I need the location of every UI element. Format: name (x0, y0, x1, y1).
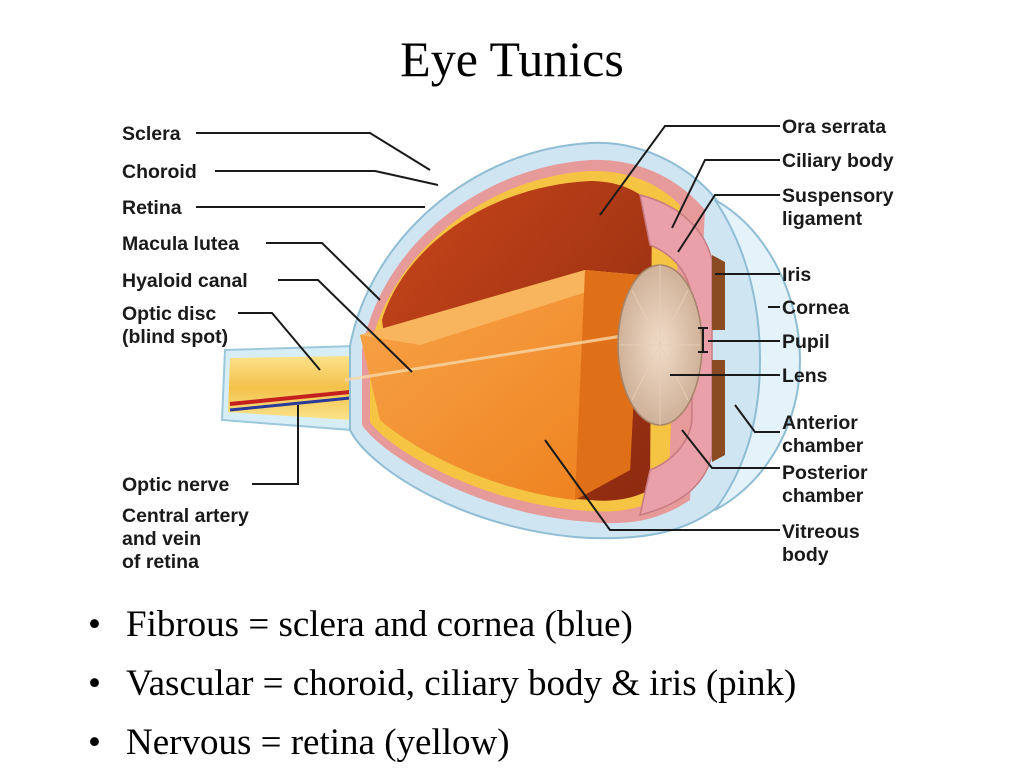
vitreous-top-face (360, 270, 640, 345)
bullet-list: • Fibrous = sclera and cornea (blue) • Vas… (88, 595, 796, 772)
leader-lines-right (544, 125, 780, 531)
iris-shape (712, 255, 725, 462)
label-pupil: Pupil (782, 331, 830, 353)
label-suspensory-1: Suspensory (782, 185, 894, 207)
bullet-vascular: • Vascular = choroid, ciliary body & iris… (88, 654, 796, 713)
label-sclera: Sclera (122, 123, 181, 145)
bullet-dot: • (88, 663, 101, 704)
ciliary-body-shape (639, 193, 713, 517)
label-optic-disc-note: (blind spot) (122, 326, 228, 348)
label-vitreous-2: body (782, 544, 829, 566)
bullet-nervous: • Nervous = retina (yellow) (88, 713, 796, 772)
bullet-text: Fibrous = sclera and cornea (blue) (126, 604, 633, 645)
label-choroid: Choroid (122, 161, 197, 183)
label-hyaloid-canal: Hyaloid canal (122, 270, 248, 292)
bullet-fibrous: • Fibrous = sclera and cornea (blue) (88, 595, 796, 654)
label-optic-disc: Optic disc (122, 303, 216, 325)
bullet-text: Vascular = choroid, ciliary body & iris … (126, 663, 797, 704)
bullet-dot: • (88, 722, 101, 763)
label-suspensory-2: ligament (782, 208, 863, 230)
label-posterior-2: chamber (782, 485, 864, 507)
label-central-artery-1: Central artery (122, 505, 249, 527)
label-cornea: Cornea (782, 297, 849, 319)
label-optic-nerve: Optic nerve (122, 474, 229, 496)
hyaloid-canal-line (344, 328, 661, 382)
label-macula-lutea: Macula lutea (122, 233, 239, 255)
label-iris: Iris (782, 264, 811, 286)
label-posterior-1: Posterior (782, 462, 868, 484)
lens-rays (620, 265, 700, 425)
label-central-artery-2: and vein (122, 528, 201, 550)
slide-title: Eye Tunics (400, 31, 624, 87)
label-retina: Retina (122, 197, 182, 219)
bullet-dot: • (88, 604, 101, 645)
label-anterior-1: Anterior (782, 412, 858, 434)
label-anterior-2: chamber (782, 435, 864, 457)
label-ciliary-body: Ciliary body (782, 150, 894, 172)
label-central-artery-3: of retina (122, 551, 199, 573)
label-vitreous-1: Vitreous (782, 521, 860, 543)
optic-nerve-shape (220, 344, 357, 432)
label-ora-serrata: Ora serrata (782, 116, 886, 138)
leader-lines-left (196, 132, 439, 485)
label-lens: Lens (782, 365, 828, 387)
pupil-marker (698, 327, 708, 353)
bullet-text: Nervous = retina (yellow) (126, 722, 510, 763)
